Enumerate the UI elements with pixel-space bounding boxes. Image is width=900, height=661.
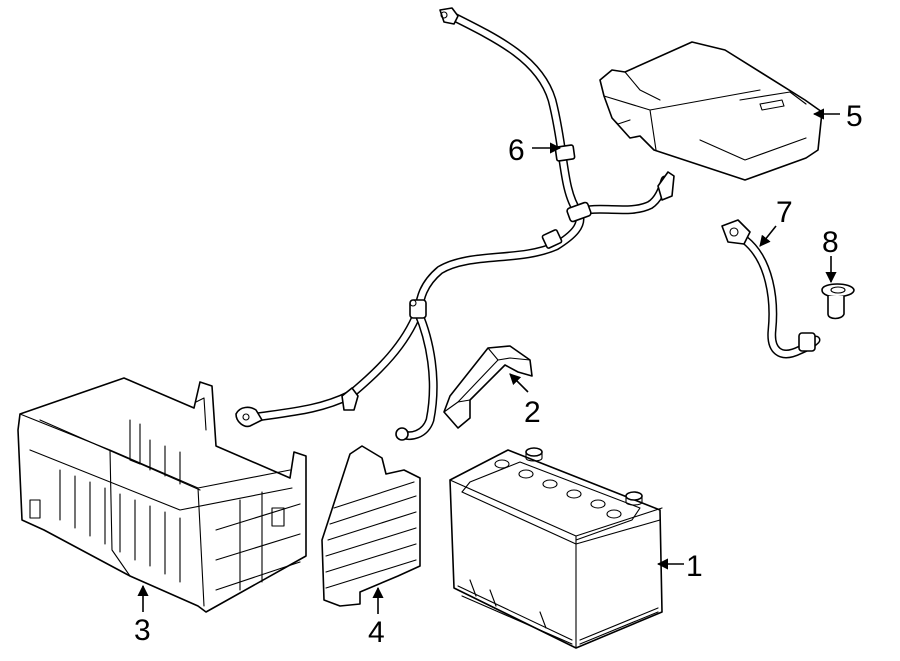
battery	[449, 447, 663, 649]
battery-tray	[17, 377, 307, 613]
leader-7	[759, 225, 777, 247]
leader-2	[509, 373, 529, 393]
callout-8: 8	[822, 226, 839, 259]
callout-3: 3	[134, 614, 151, 647]
callout-7: 7	[776, 196, 793, 229]
battery-heat-shield	[321, 445, 421, 607]
callout-2: 2	[524, 396, 541, 429]
negative-battery-cable	[721, 219, 821, 359]
callout-6: 6	[508, 134, 525, 167]
battery-cover	[599, 41, 823, 181]
callout-1: 1	[686, 550, 703, 583]
callout-4: 4	[368, 616, 385, 649]
leader-lines	[137, 108, 840, 614]
callout-5: 5	[846, 100, 863, 133]
battery-hold-down-bracket	[443, 345, 533, 429]
battery-terminal-bolt	[821, 283, 855, 320]
callout-labels: 1 2 3 4 5 6 7 8	[134, 100, 863, 649]
